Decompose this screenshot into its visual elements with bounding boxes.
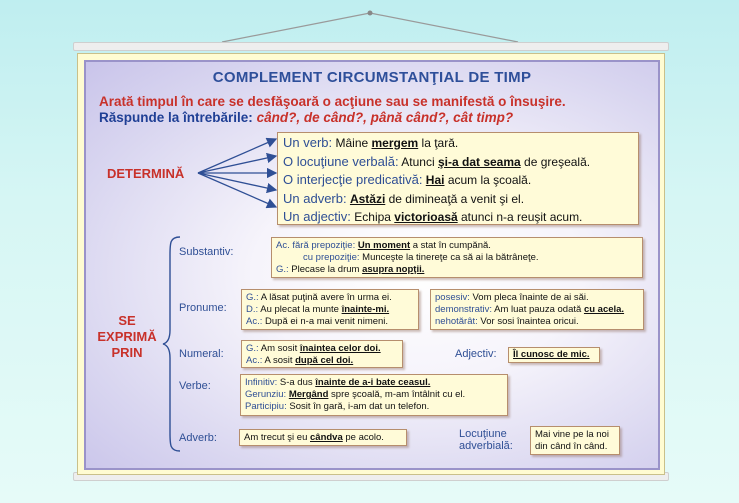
verbe-label: Verbe: (179, 380, 211, 392)
numeral-label: Numeral: (179, 348, 224, 360)
questions-text: Răspunde la întrebările: când?, de când?… (99, 110, 514, 125)
curly-brace (162, 236, 181, 452)
determina-item: Un adverb: Astăzi de dimineaţă a venit ş… (283, 190, 525, 206)
se-exprima-label: SE EXPRIMĂ PRIN (97, 313, 157, 360)
pronume-box-left: G.: A lăsat puţină avere în urma ei. D.:… (241, 289, 419, 330)
questions-list: când?, de când?, până când?, cât timp? (256, 110, 514, 125)
locutiune-box: Mai vine pe la noi din când în când. (530, 426, 620, 455)
determina-arrows (197, 137, 278, 209)
determina-box: Un verb: Mâine mergem la ţară. O locuţiu… (277, 132, 639, 225)
top-rod (73, 42, 669, 51)
pronume-label: Pronume: (179, 302, 227, 314)
substantiv-box: Ac. fără prepoziţie: Un moment a stat în… (271, 237, 643, 278)
poster-hanger (221, 10, 519, 43)
locutiune-adverbiala-label: Locuţiune adverbială: (459, 428, 513, 452)
determina-item: Un adjectiv: Echipa victorioasă atunci n… (283, 209, 583, 224)
substantiv-label: Substantiv: (179, 246, 234, 258)
adjectiv-label: Adjectiv: (455, 348, 497, 360)
determina-item: O interjecţie predicativă: Hai acum la ş… (283, 172, 532, 187)
numeral-box: G.: Am sosit înaintea celor doi. Ac.: A … (241, 340, 403, 368)
verbe-box: Infinitiv: S-a dus înainte de a-i bate c… (240, 374, 508, 416)
adjectiv-box: Îl cunosc de mic. (508, 347, 600, 363)
determina-label: DETERMINĂ (107, 166, 185, 181)
adverb-box: Am trecut şi eu cândva pe acolo. (239, 429, 407, 446)
definition-text: Arată timpul în care se desfăşoară o acţ… (99, 94, 566, 109)
poster-panel: COMPLEMENT CIRCUMSTANŢIAL DE TIMP Arată … (84, 60, 660, 470)
adverb-label: Adverb: (179, 432, 217, 444)
poster: COMPLEMENT CIRCUMSTANŢIAL DE TIMP Arată … (77, 53, 665, 475)
determina-item: O locuţiune verbală: Atunci şi-a dat sea… (283, 153, 591, 169)
determina-item: Un verb: Mâine mergem la ţară. (283, 135, 459, 150)
poster-title: COMPLEMENT CIRCUMSTANŢIAL DE TIMP (212, 69, 532, 86)
pronume-box-right: posesiv: Vom pleca înainte de ai săi. de… (430, 289, 644, 330)
